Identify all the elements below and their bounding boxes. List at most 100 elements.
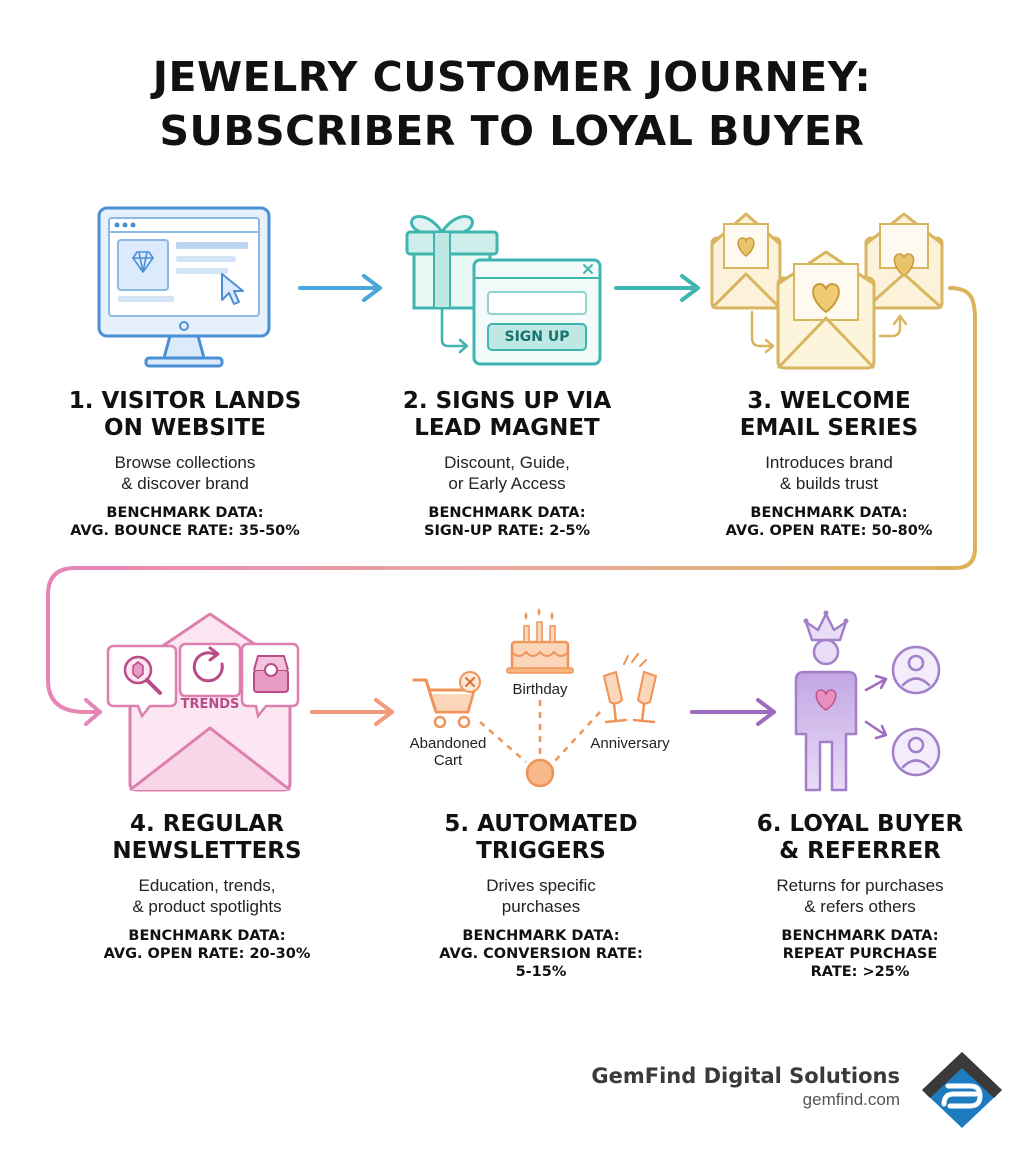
heading-line: NEWSLETTERS bbox=[112, 838, 302, 864]
arrow-5-to-6 bbox=[690, 698, 776, 726]
heading-line: & REFERRER bbox=[779, 838, 941, 864]
step-benchmark: BENCHMARK DATA: AVG. OPEN RATE: 50-80% bbox=[684, 504, 974, 540]
triggers-icon bbox=[412, 608, 658, 788]
heading-line: LEAD MAGNET bbox=[414, 415, 600, 441]
abandoned-label-line: Abandoned bbox=[409, 735, 487, 752]
description-line: Drives specific bbox=[486, 876, 596, 895]
benchmark-line: AVG. CONVERSION RATE: bbox=[439, 946, 643, 962]
description-line: & refers others bbox=[804, 897, 916, 916]
step-6: 6. LOYAL BUYER& REFERRER Returns for pur… bbox=[715, 811, 1005, 981]
benchmark-line: SIGN-UP RATE: 2-5% bbox=[424, 523, 590, 539]
step-benchmark: BENCHMARK DATA: SIGN-UP RATE: 2-5% bbox=[362, 504, 652, 540]
benchmark-line: BENCHMARK DATA: bbox=[128, 928, 286, 944]
step-benchmark: BENCHMARK DATA: REPEAT PURCHASE RATE: >25% bbox=[715, 927, 1005, 981]
heading-line: EMAIL SERIES bbox=[739, 415, 919, 441]
champagne-icon bbox=[602, 653, 658, 724]
envelope-center-icon bbox=[776, 250, 876, 370]
step-description: Returns for purchases & refers others bbox=[715, 875, 1005, 917]
step-description: Introduces brand& builds trust bbox=[684, 452, 974, 494]
loyal-buyer-icon bbox=[794, 610, 941, 792]
birthday-cake-icon bbox=[506, 608, 574, 674]
shopping-cart-icon bbox=[412, 671, 481, 729]
referral-avatar-icon bbox=[891, 727, 941, 777]
benchmark-line: BENCHMARK DATA: bbox=[428, 505, 586, 521]
arrow-1-to-2 bbox=[298, 274, 382, 302]
brand-block: GemFind Digital Solutions gemfind.com bbox=[591, 1064, 900, 1110]
monitor-icon bbox=[97, 206, 271, 368]
crown-icon bbox=[804, 612, 848, 642]
abandoned-cart-label: Abandoned Cart bbox=[396, 735, 500, 769]
heading-line: 1. VISITOR LANDS bbox=[68, 388, 302, 414]
description-line: & discover brand bbox=[121, 474, 249, 493]
title-line-2: SUBSCRIBER TO LOYAL BUYER bbox=[159, 107, 865, 155]
heading-line: TRIGGERS bbox=[476, 838, 606, 864]
benchmark-line: AVG. OPEN RATE: 20-30% bbox=[103, 946, 311, 962]
heading-line: 6. LOYAL BUYER bbox=[756, 811, 964, 837]
birthday-label: Birthday bbox=[512, 681, 568, 698]
heading-line: 4. REGULAR bbox=[130, 811, 284, 837]
step-description: Drives specific purchases bbox=[396, 875, 686, 917]
diamond-icon bbox=[132, 251, 154, 273]
description-line: & product spotlights bbox=[132, 897, 282, 916]
description-line: or Early Access bbox=[448, 474, 566, 493]
arrow-2-to-3 bbox=[614, 274, 700, 302]
connector-arrowhead bbox=[84, 698, 102, 726]
arrow-4-to-5 bbox=[310, 698, 394, 726]
ring-box-icon bbox=[240, 642, 300, 719]
heading-line: 2. SIGNS UP VIA bbox=[402, 388, 612, 414]
step-description: Education, trends, & product spotlights bbox=[62, 875, 352, 917]
benchmark-line: AVG. BOUNCE RATE: 35-50% bbox=[70, 523, 300, 539]
step-heading: 6. LOYAL BUYER& REFERRER bbox=[715, 811, 1005, 865]
anniversary-label: Anniversary bbox=[590, 735, 670, 752]
step-benchmark: BENCHMARK DATA: AVG. CONVERSION RATE: 5-15… bbox=[396, 927, 686, 981]
step-benchmark: BENCHMARK DATA: AVG. BOUNCE RATE: 35-50% bbox=[40, 504, 330, 540]
heading-line: 5. AUTOMATED bbox=[444, 811, 638, 837]
cursor-icon bbox=[221, 273, 244, 305]
referral-avatar-icon bbox=[891, 645, 941, 695]
benchmark-line: REPEAT PURCHASE bbox=[782, 946, 938, 962]
heart-icon bbox=[815, 689, 837, 711]
benchmark-line: BENCHMARK DATA: bbox=[781, 928, 939, 944]
newsletter-envelope-icon bbox=[106, 612, 300, 792]
envelope-right-icon bbox=[864, 212, 944, 310]
description-line: & builds trust bbox=[779, 474, 879, 493]
title-line-1: JEWELRY CUSTOMER JOURNEY: bbox=[152, 53, 872, 101]
brand-name: GemFind Digital Solutions bbox=[591, 1064, 900, 1088]
close-icon bbox=[583, 264, 593, 274]
description-line: purchases bbox=[501, 897, 581, 916]
envelope-flow-arrows bbox=[750, 310, 908, 354]
refresh-icon bbox=[178, 642, 242, 698]
heading-line: 3. WELCOME bbox=[747, 388, 911, 414]
step-description: Discount, Guide, or Early Access bbox=[362, 452, 652, 494]
connector-path bbox=[46, 286, 977, 714]
signup-window bbox=[472, 258, 602, 366]
envelope-left-icon bbox=[710, 212, 782, 310]
benchmark-line: BENCHMARK DATA: bbox=[106, 505, 264, 521]
benchmark-line: BENCHMARK DATA: bbox=[750, 505, 908, 521]
benchmark-line: BENCHMARK DATA: bbox=[462, 928, 620, 944]
heading-line: ON WEBSITE bbox=[104, 415, 266, 441]
description-line: Discount, Guide, bbox=[444, 453, 570, 472]
step-description: Browse collections & discover brand bbox=[40, 452, 330, 494]
description-line: Returns for purchases bbox=[776, 876, 944, 895]
cart-label-line: Cart bbox=[433, 752, 463, 769]
brand-url[interactable]: gemfind.com bbox=[802, 1090, 900, 1109]
page-title: JEWELRY CUSTOMER JOURNEY: SUBSCRIBER TO … bbox=[0, 50, 1024, 158]
benchmark-line: 5-15% bbox=[515, 964, 567, 980]
benchmark-line: AVG. OPEN RATE: 50-80% bbox=[725, 523, 933, 539]
benchmark-line: RATE: >25% bbox=[810, 964, 910, 980]
description-line: Browse collections bbox=[114, 453, 256, 472]
description-line: Education, trends, bbox=[138, 876, 276, 895]
search-icon bbox=[106, 644, 178, 719]
